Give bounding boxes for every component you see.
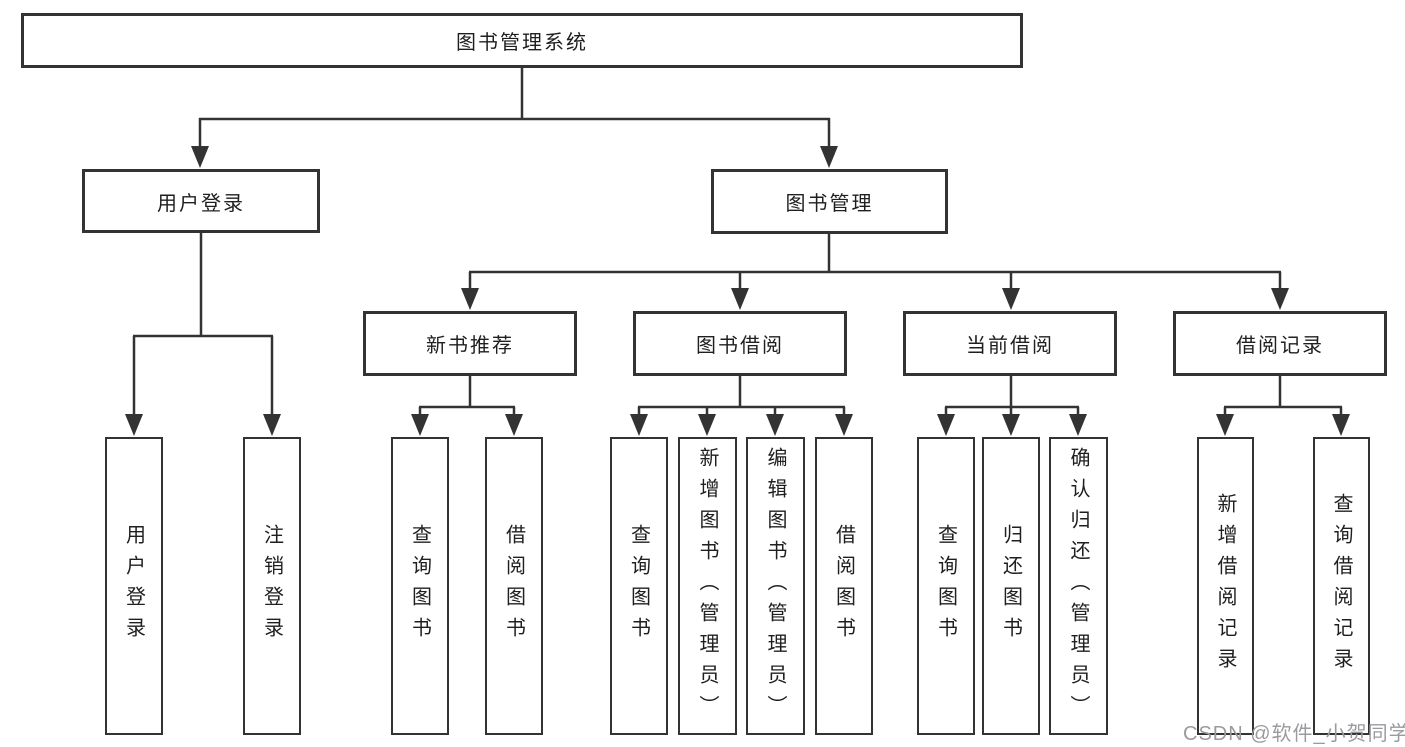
node-book-borrowing: 图书借阅 (633, 311, 847, 376)
leaf-query-books-current: 查询图书 (917, 437, 975, 735)
node-label: 归还图书 (999, 524, 1022, 648)
leaf-query-books-recommend: 查询图书 (391, 437, 449, 735)
node-label: 新增借阅记录 (1214, 493, 1236, 679)
node-label: 用户登录 (157, 192, 245, 215)
node-label: 新书推荐 (426, 335, 514, 357)
leaf-return-book: 归还图书 (982, 437, 1040, 735)
node-library-management-system: 图书管理系统 (21, 13, 1023, 68)
node-current-borrowing: 当前借阅 (903, 311, 1117, 376)
watermark: CSDN @软件_小贺同学 (1183, 723, 1405, 745)
leaf-confirm-return-admin: 确认归还（管理员） (1049, 437, 1108, 735)
node-label: 查询借阅记录 (1330, 493, 1352, 679)
node-label: 借阅图书 (502, 524, 525, 648)
node-label: 编辑图书（管理员） (764, 446, 786, 726)
node-label: 图书管理 (785, 193, 874, 215)
node-label: 图书借阅 (696, 335, 784, 357)
node-label: 查询图书 (627, 524, 650, 648)
node-label: 查询图书 (408, 524, 431, 648)
leaf-query-borrow-record: 查询借阅记录 (1313, 437, 1370, 735)
node-book-management: 图书管理 (711, 169, 948, 234)
leaf-add-book-admin: 新增图书（管理员） (678, 437, 737, 735)
node-label: 图书管理系统 (456, 32, 588, 54)
node-user-login: 用户登录 (82, 169, 320, 233)
node-label: 用户登录 (122, 524, 145, 648)
leaf-query-books-borrowing: 查询图书 (610, 437, 668, 735)
arrowheads (125, 146, 1350, 436)
node-label: 查询图书 (934, 524, 957, 648)
node-label: 借阅记录 (1236, 335, 1324, 357)
node-new-book-recommendation: 新书推荐 (363, 311, 577, 376)
leaf-user-login: 用户登录 (105, 437, 163, 735)
node-label: 注销登录 (260, 524, 283, 648)
leaf-borrow-books-borrowing: 借阅图书 (815, 437, 873, 735)
leaf-edit-book-admin: 编辑图书（管理员） (746, 437, 805, 735)
node-label: 当前借阅 (966, 335, 1054, 357)
leaf-add-borrow-record: 新增借阅记录 (1197, 437, 1254, 735)
node-label: 确认归还（管理员） (1067, 446, 1089, 726)
node-label: 新增图书（管理员） (696, 446, 718, 726)
leaf-borrow-books-recommend: 借阅图书 (485, 437, 543, 735)
node-label: 借阅图书 (832, 524, 855, 648)
leaf-logout: 注销登录 (243, 437, 301, 735)
node-borrowing-records: 借阅记录 (1173, 311, 1387, 376)
